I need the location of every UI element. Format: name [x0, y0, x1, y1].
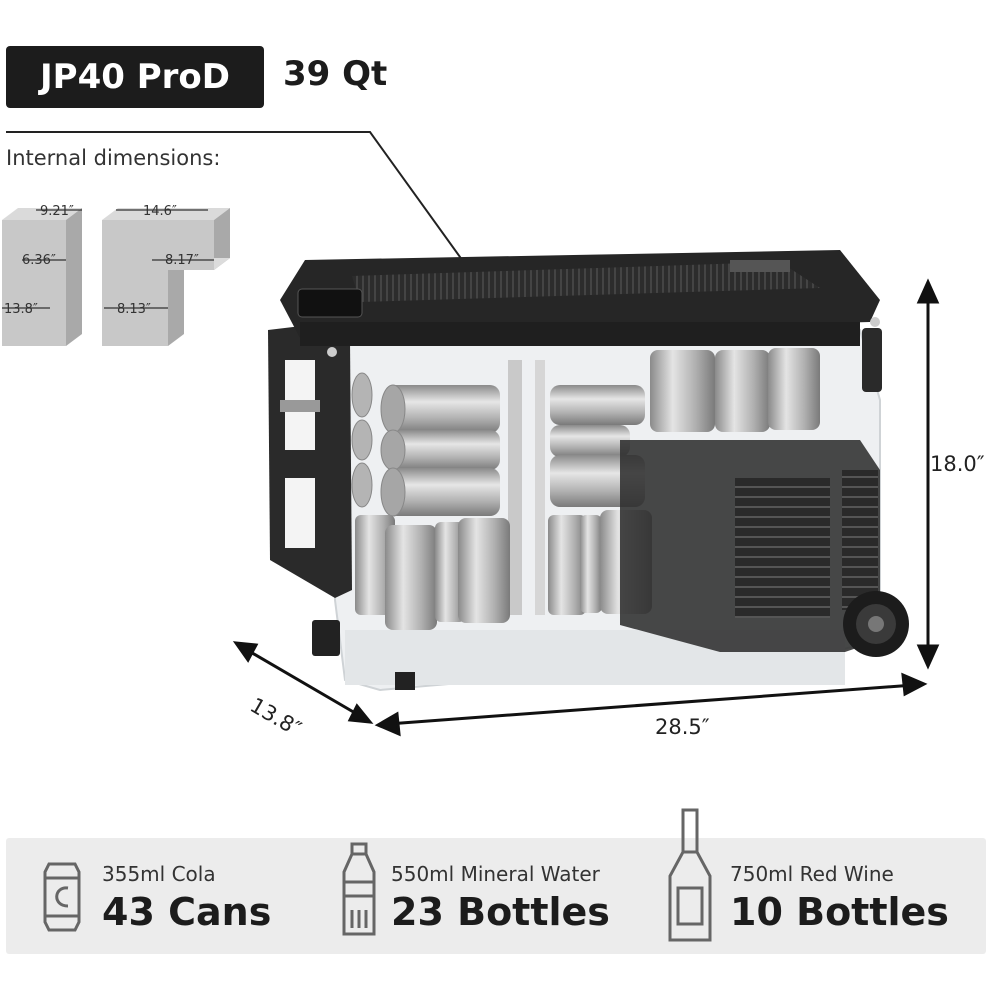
foot	[395, 672, 415, 690]
capacity-item-cola: 355ml Cola 43 Cans	[36, 838, 336, 954]
leader-line	[6, 131, 479, 283]
right-compartment-box	[102, 208, 230, 346]
width-arrow	[374, 672, 928, 737]
right-box-height: 8.13″	[117, 302, 151, 317]
right-box-width: 14.6″	[143, 204, 177, 219]
left-box-depth: 9.21″	[40, 204, 74, 219]
left-compartment-box	[2, 208, 82, 346]
compressor-housing	[620, 440, 880, 652]
wine-count: 10 Bottles	[730, 890, 949, 934]
model-badge: JP40 ProD	[6, 46, 264, 108]
side-latch	[862, 328, 882, 392]
width-measurement: 28.5″	[655, 715, 710, 739]
water-label: 550ml Mineral Water	[391, 862, 600, 886]
cola-count: 43 Cans	[102, 890, 272, 934]
wine-bottle-icon	[668, 808, 712, 942]
depth-arrow	[232, 641, 374, 724]
capacity-panel: 355ml Cola 43 Cans 550ml Mineral Water 2…	[6, 808, 986, 954]
cola-label: 355ml Cola	[102, 862, 216, 886]
drain-plug	[312, 620, 340, 656]
wine-label: 750ml Red Wine	[730, 862, 894, 886]
model-name: JP40 ProD	[40, 57, 230, 97]
capacity-item-wine: 750ml Red Wine 10 Bottles	[666, 808, 976, 954]
capacity-item-water: 550ml Mineral Water 23 Bottles	[331, 838, 661, 954]
water-count: 23 Bottles	[391, 890, 610, 934]
left-box-upper-height: 6.36″	[22, 253, 56, 268]
wheel	[843, 591, 909, 657]
height-arrow	[916, 278, 940, 670]
cans-left-upright	[355, 515, 510, 630]
water-bottle-icon	[342, 842, 376, 936]
can-icon	[43, 862, 81, 932]
internal-dimensions-title: Internal dimensions:	[6, 146, 221, 170]
cans-left-horizontal	[351, 372, 500, 517]
capacity-quarts: 39 Qt	[283, 54, 388, 94]
internal-dimension-boxes	[2, 208, 230, 346]
left-box-width: 13.8″	[4, 302, 38, 317]
side-handle	[268, 322, 352, 598]
height-measurement: 18.0″	[930, 452, 985, 476]
right-box-step-height: 8.17″	[165, 253, 199, 268]
lid	[280, 250, 880, 357]
